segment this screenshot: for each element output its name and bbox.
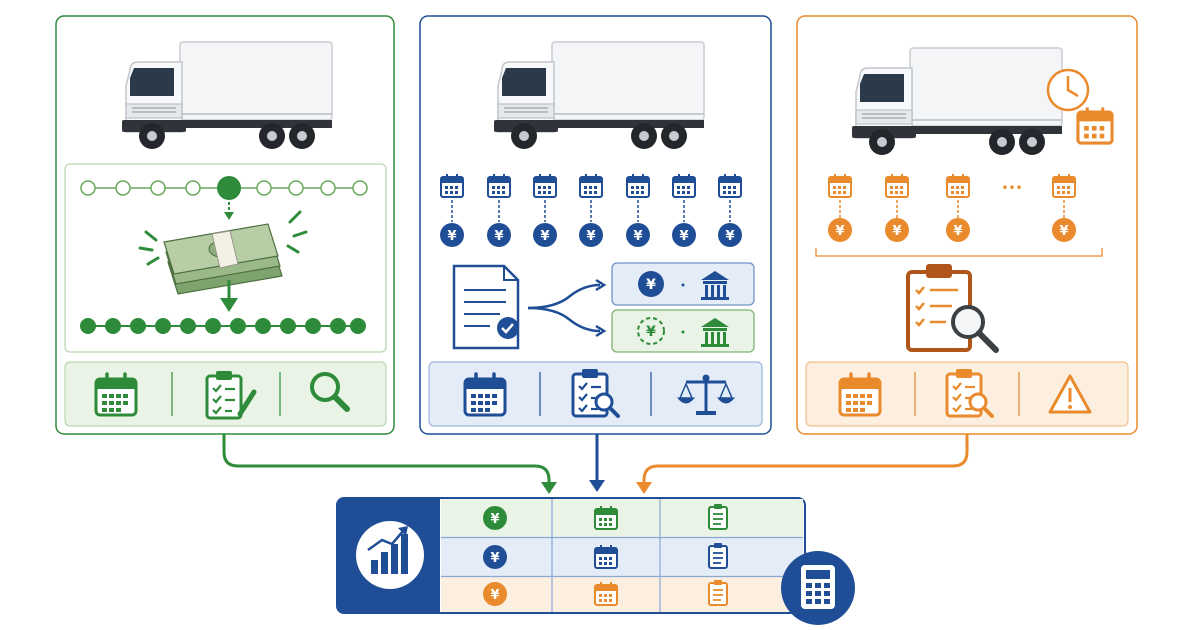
lease-panel: ••• ¥ ¥ ¥ ¥ xyxy=(796,15,1138,435)
summary-row-blue: ¥ xyxy=(483,542,728,569)
calendar-icon xyxy=(838,372,882,417)
flow-connectors xyxy=(222,434,969,486)
branch-arrows xyxy=(527,278,607,338)
svg-text:¥: ¥ xyxy=(646,277,656,293)
svg-text:¥: ¥ xyxy=(646,324,656,340)
warning-icon xyxy=(1048,374,1092,414)
yen-coin-icon xyxy=(638,271,664,297)
calculator-icon xyxy=(781,551,855,625)
svg-text:¥: ¥ xyxy=(679,229,688,244)
svg-text:¥: ¥ xyxy=(835,224,844,239)
cash-bundle-icon xyxy=(138,210,308,295)
svg-text:¥: ¥ xyxy=(490,512,499,527)
svg-text:¥: ¥ xyxy=(490,588,499,603)
svg-text:¥: ¥ xyxy=(494,229,503,244)
svg-text:¥: ¥ xyxy=(490,551,499,566)
svg-text:¥: ¥ xyxy=(633,229,642,244)
svg-text:¥: ¥ xyxy=(447,229,456,244)
chart-growth-icon xyxy=(356,521,424,589)
calendar-icon xyxy=(1076,105,1114,145)
clipboard-pen-icon xyxy=(205,369,257,420)
yen-coin-icon xyxy=(637,317,665,345)
svg-text:¥: ¥ xyxy=(953,224,962,239)
payment-schedule-dots xyxy=(80,318,366,334)
svg-text:¥: ¥ xyxy=(540,229,549,244)
clock-icon xyxy=(1046,68,1090,112)
calendar-icon xyxy=(463,372,507,417)
lease-schedule: ••• ¥ ¥ ¥ ¥ xyxy=(815,173,1103,257)
clipboard-search-icon xyxy=(945,367,994,418)
installment-panel: ¥ ¥ ¥ ¥ ¥ ¥ ¥ ¥ ¥ xyxy=(419,15,772,435)
installment-schedule: ¥ ¥ ¥ ¥ ¥ ¥ ¥ xyxy=(440,173,742,247)
calendar-icon xyxy=(94,372,138,417)
lump-sum-panel xyxy=(55,15,395,435)
svg-text:¥: ¥ xyxy=(892,224,901,239)
clipboard-search-icon xyxy=(571,367,620,418)
clipboard-search-icon xyxy=(906,264,999,353)
summary-row-orange: ¥ xyxy=(483,579,728,606)
svg-text:¥: ¥ xyxy=(1059,224,1068,239)
document-check-icon xyxy=(452,264,520,350)
svg-text:¥: ¥ xyxy=(586,229,595,244)
svg-text:¥: ¥ xyxy=(725,229,734,244)
timeline-icon xyxy=(80,176,368,220)
summary-table: ¥ ¥ ¥ xyxy=(336,497,806,614)
summary-row-green: ¥ xyxy=(483,503,728,530)
scales-icon xyxy=(676,374,736,415)
svg-text:•••: ••• xyxy=(1001,181,1022,195)
